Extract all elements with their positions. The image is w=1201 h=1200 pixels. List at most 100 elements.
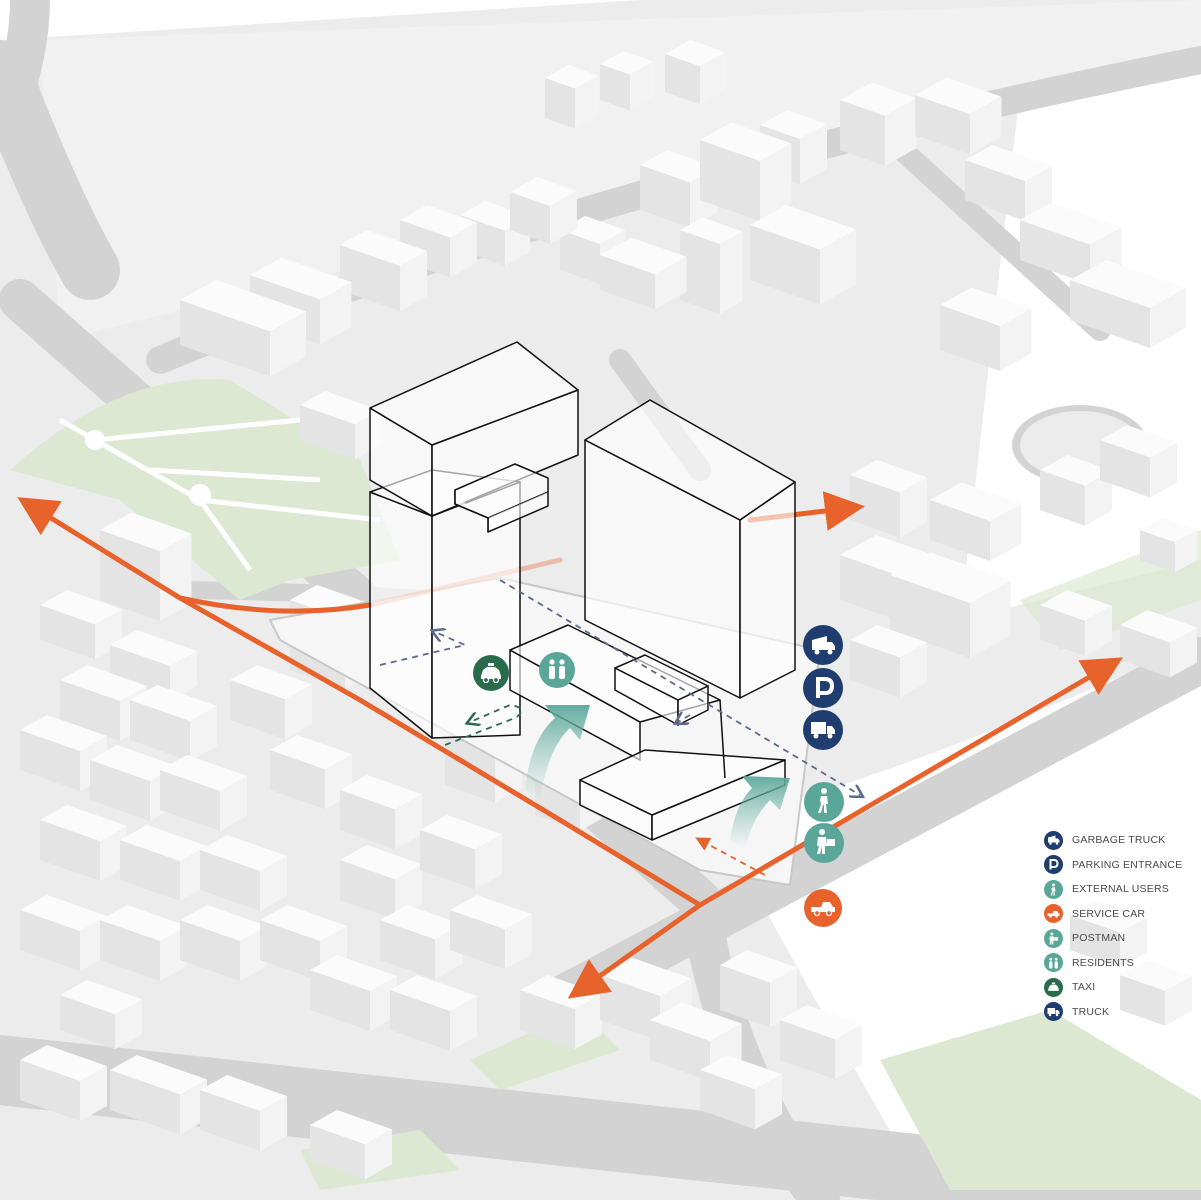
pedestrian-icon [1050, 883, 1056, 896]
route-arrow-southwest [567, 902, 703, 999]
context-building [340, 845, 422, 920]
legend-dot [1044, 1002, 1063, 1022]
context-building [180, 280, 306, 377]
context-building [890, 552, 1011, 658]
marker-residents [539, 652, 575, 688]
legend-item-postman: POSTMAN [1044, 926, 1194, 951]
marker-postman [804, 823, 844, 863]
context-building [20, 1045, 107, 1121]
route-arrow-east [697, 657, 1123, 908]
context-building [1120, 610, 1197, 678]
context-building [1040, 590, 1112, 656]
context-building [600, 51, 654, 111]
context-building [640, 150, 717, 228]
legend-label: EXTERNAL USERS [1072, 883, 1169, 896]
context-building [390, 975, 477, 1051]
context-building [1140, 517, 1198, 573]
legend-item-residents: RESIDENTS [1044, 951, 1194, 976]
garbage-truck-icon [812, 636, 835, 655]
legend-item-parking-entrance: PARKING ENTRANCE [1044, 853, 1194, 878]
context-building [1070, 900, 1147, 968]
legend-label: TRUCK [1072, 1005, 1110, 1018]
context-building [720, 950, 797, 1028]
legend-item-garbage-truck: GARBAGE TRUCK [1044, 828, 1194, 853]
legend-dot [1044, 953, 1063, 973]
context-building [400, 205, 477, 278]
context-building [230, 665, 312, 740]
map-markers [473, 625, 844, 927]
context-building [270, 735, 352, 810]
pickup-car-icon [811, 902, 835, 917]
legend-item-service-car: SERVICE CAR [1044, 902, 1194, 927]
context-building [665, 40, 726, 105]
legend-label: POSTMAN [1072, 932, 1126, 945]
postman-icon [817, 829, 835, 854]
context-building [1100, 425, 1177, 498]
legend-label: GARBAGE TRUCK [1072, 834, 1166, 847]
taxi-icon [481, 663, 501, 684]
context-building [545, 65, 599, 129]
context-building [850, 625, 927, 698]
context-building [200, 1075, 287, 1151]
context-building [700, 1055, 782, 1130]
context-building [310, 1110, 392, 1180]
context-building [600, 237, 687, 310]
context-building [200, 835, 287, 911]
park-paths [58, 417, 381, 572]
north-ground [40, 0, 1201, 340]
context-building [1120, 960, 1192, 1026]
context-building [930, 482, 1022, 561]
residents-icon [549, 659, 565, 679]
garbage-truck-path [499, 579, 860, 795]
parking-icon [1049, 858, 1059, 870]
context-building [160, 755, 247, 831]
circulation-paths [379, 579, 860, 876]
legend-label: RESIDENTS [1072, 956, 1134, 969]
context-building [1040, 455, 1112, 526]
context-building [100, 512, 192, 621]
legend-dot [1044, 928, 1063, 948]
taxi-icon [1048, 982, 1059, 991]
legend-label: SERVICE CAR [1072, 907, 1146, 920]
garbage-truck-icon [1048, 835, 1060, 845]
context-building [450, 895, 532, 970]
context-building [940, 287, 1032, 371]
pedestrian-flows [525, 705, 790, 850]
legend-item-taxi: TAXI [1044, 975, 1194, 1000]
pedestrian-icon [818, 788, 828, 813]
truck-icon [811, 722, 835, 739]
context-building [840, 82, 917, 166]
context-building [750, 205, 856, 305]
residents-flow-arrow [525, 705, 590, 800]
truck-icon [1047, 1007, 1060, 1016]
context-building [420, 815, 502, 890]
marker-taxi [473, 655, 509, 691]
postman-icon [1049, 932, 1059, 945]
context-building [60, 980, 142, 1050]
park-southeast [880, 1010, 1201, 1190]
context-building [1020, 202, 1122, 285]
marker-parking-entrance [803, 668, 843, 708]
context-building [110, 1055, 207, 1135]
context-building [510, 177, 577, 244]
legend-dot [1044, 977, 1063, 997]
context-building [680, 217, 743, 314]
marker-external-users [804, 782, 844, 822]
legend-item-external-users: EXTERNAL USERS [1044, 877, 1194, 902]
marker-truck [803, 710, 843, 750]
legend-dot [1044, 879, 1063, 899]
context-building [340, 230, 427, 311]
context-building [915, 77, 1002, 155]
context-building [700, 122, 792, 221]
service-car-path [695, 837, 766, 876]
route-arrow-west [17, 497, 183, 601]
context-building [130, 685, 217, 761]
context-building [520, 975, 602, 1050]
legend-dot [1044, 830, 1063, 850]
pickup-car-icon [1047, 910, 1060, 918]
legend-dot [1044, 904, 1063, 924]
context-building [1070, 260, 1186, 348]
residents-icon [1049, 957, 1058, 969]
marker-garbage-truck [803, 625, 843, 665]
